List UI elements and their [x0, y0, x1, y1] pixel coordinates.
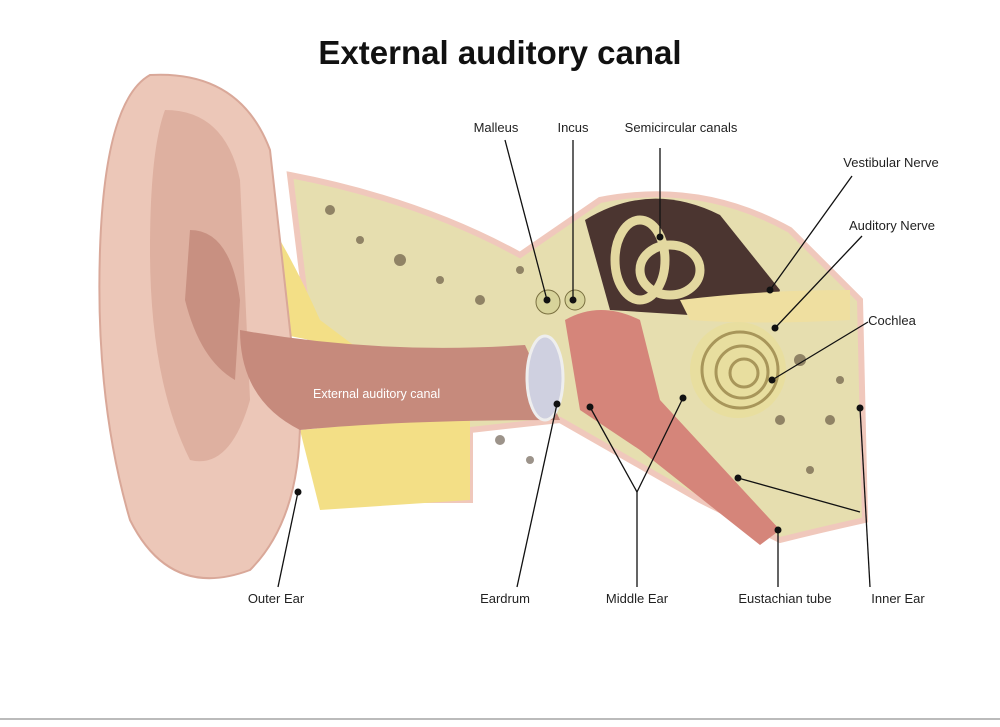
label-semicircular-canals: Semicircular canals — [624, 120, 738, 135]
eardrum-shape — [525, 334, 565, 422]
label-auditory-nerve: Auditory Nerve — [849, 218, 935, 233]
label-eardrum: Eardrum — [480, 591, 530, 606]
label-incus: Incus — [557, 120, 589, 135]
leader-dots — [294, 233, 864, 534]
semicircular-canals-shape — [610, 215, 705, 305]
label-middle-ear: Middle Ear — [605, 591, 669, 606]
cochlea-spiral — [700, 330, 780, 410]
nerves — [680, 290, 850, 323]
fat-tissue-lower — [300, 415, 470, 510]
inner-cavity — [585, 198, 780, 320]
label-external-auditory-canal: External auditory canal — [313, 387, 441, 401]
label-cochlea: Cochlea — [868, 313, 916, 328]
canvas-edge — [0, 718, 1000, 720]
diagram-title: External auditory canal — [318, 34, 682, 71]
label-malleus: Malleus — [473, 120, 519, 135]
label-eustachian-tube: Eustachian tube — [738, 591, 832, 606]
leader-lines — [277, 139, 871, 588]
middle-ear-shape — [565, 310, 780, 545]
label-vestibular-nerve: Vestibular Nerve — [843, 155, 939, 170]
label-outer-ear: Outer Ear — [247, 591, 305, 606]
label-inner-ear: Inner Ear — [871, 591, 925, 606]
external-auditory-canal — [240, 330, 560, 430]
